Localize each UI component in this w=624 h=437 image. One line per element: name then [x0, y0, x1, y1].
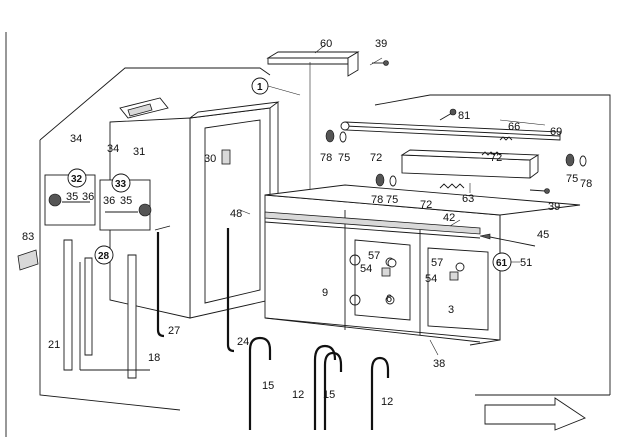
label-66: 66 [508, 121, 520, 133]
washers-78-75 [325, 129, 587, 187]
label-38: 38 [433, 358, 445, 370]
label-57b: 57 [431, 257, 443, 269]
callout-circles [67, 77, 512, 272]
label-61: 61 [496, 258, 508, 269]
label-30: 30 [204, 153, 216, 165]
label-15a: 15 [262, 380, 274, 392]
label-39a: 39 [375, 38, 387, 50]
label-54b: 54 [425, 273, 437, 285]
springs-72 [439, 136, 513, 189]
base-plate-outline [39, 67, 611, 411]
label-51: 51 [520, 257, 532, 269]
label-48: 48 [230, 208, 242, 220]
label-36a: 36 [82, 191, 94, 203]
direction-arrow [484, 397, 586, 431]
label-75b: 75 [566, 173, 578, 185]
label-42: 42 [443, 212, 455, 224]
label-78c: 78 [371, 194, 383, 206]
label-36b: 36 [103, 195, 115, 207]
part-number-labels: 60 39 1 81 66 69 34 31 34 30 78 75 72 72… [22, 38, 592, 408]
label-21: 21 [48, 339, 60, 351]
label-57a: 57 [368, 250, 380, 262]
label-34a: 34 [70, 133, 82, 145]
part-30-front-frame [171, 101, 280, 319]
label-6: 6 [386, 293, 392, 305]
label-9: 9 [322, 287, 328, 299]
label-78a: 78 [320, 152, 332, 164]
leader-lines [239, 85, 546, 356]
hooks-15-12 [248, 336, 390, 430]
label-72c: 72 [420, 199, 432, 211]
label-39b: 39 [548, 201, 560, 213]
label-34b: 34 [107, 143, 119, 155]
label-1: 1 [257, 82, 263, 93]
label-69: 69 [550, 126, 562, 138]
vertical-bars [63, 239, 150, 379]
label-78b: 78 [580, 178, 592, 190]
label-72a: 72 [370, 152, 382, 164]
label-18: 18 [148, 352, 160, 364]
bolts [372, 60, 550, 194]
label-63: 63 [462, 193, 474, 205]
label-33: 33 [115, 179, 127, 190]
label-28: 28 [98, 251, 110, 262]
small-parts-57-54 [381, 258, 465, 281]
label-81: 81 [458, 110, 470, 122]
label-35a: 35 [66, 191, 78, 203]
label-75a: 75 [338, 152, 350, 164]
label-24: 24 [237, 336, 249, 348]
label-12a: 12 [292, 389, 304, 401]
label-83: 83 [22, 231, 34, 243]
label-15b: 15 [323, 389, 335, 401]
label-54a: 54 [360, 263, 372, 275]
label-31: 31 [133, 146, 145, 158]
part-60-bracket [266, 44, 383, 210]
part-42-rail [264, 211, 536, 247]
label-3: 3 [448, 304, 454, 316]
part-83-plate [17, 249, 39, 271]
rods [154, 225, 235, 353]
label-45: 45 [537, 229, 549, 241]
label-35b: 35 [120, 195, 132, 207]
label-27: 27 [168, 325, 180, 337]
part-66-shaft [340, 121, 561, 141]
label-32: 32 [71, 174, 83, 185]
label-12b: 12 [381, 396, 393, 408]
hinge-assemblies [44, 174, 152, 231]
part-63-bar [400, 149, 540, 179]
label-72b: 72 [490, 152, 502, 164]
label-60: 60 [320, 38, 332, 50]
label-75c: 75 [386, 194, 398, 206]
